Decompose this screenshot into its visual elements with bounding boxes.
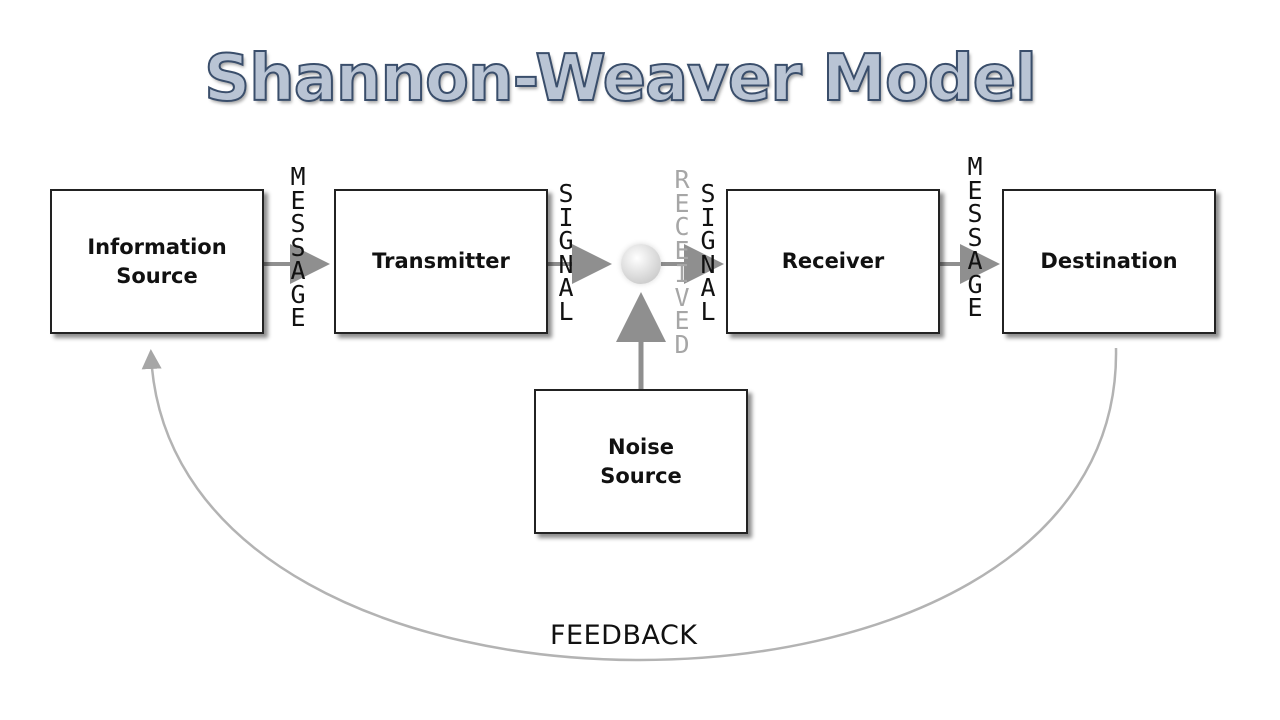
destination-label: Destination: [1040, 249, 1178, 273]
received-label: RECEIVED: [674, 165, 690, 359]
feedback-arc: [141, 347, 1118, 662]
receiver-label: Receiver: [781, 249, 885, 273]
transmitter-label: Transmitter: [372, 249, 510, 273]
signal-label-left: SIGNAL: [558, 179, 574, 326]
noise-source-box: Noise Source: [534, 389, 748, 534]
receiver-box: Receiver: [726, 189, 940, 334]
information-source-box: Information Source: [50, 189, 264, 334]
signal-label-right: SIGNAL: [700, 179, 716, 326]
page-title: Shannon-Weaver Model: [203, 41, 1038, 117]
noise-source-label: Noise Source: [600, 434, 682, 488]
message-label-right: MESSAGE: [967, 152, 983, 322]
destination-box: Destination: [1002, 189, 1216, 334]
noise-junction-node: [621, 244, 661, 284]
transmitter-box: Transmitter: [334, 189, 548, 334]
feedback-label: FEEDBACK: [550, 620, 698, 651]
message-label-left: MESSAGE: [290, 162, 306, 332]
information-source-label: Information Source: [87, 234, 227, 288]
